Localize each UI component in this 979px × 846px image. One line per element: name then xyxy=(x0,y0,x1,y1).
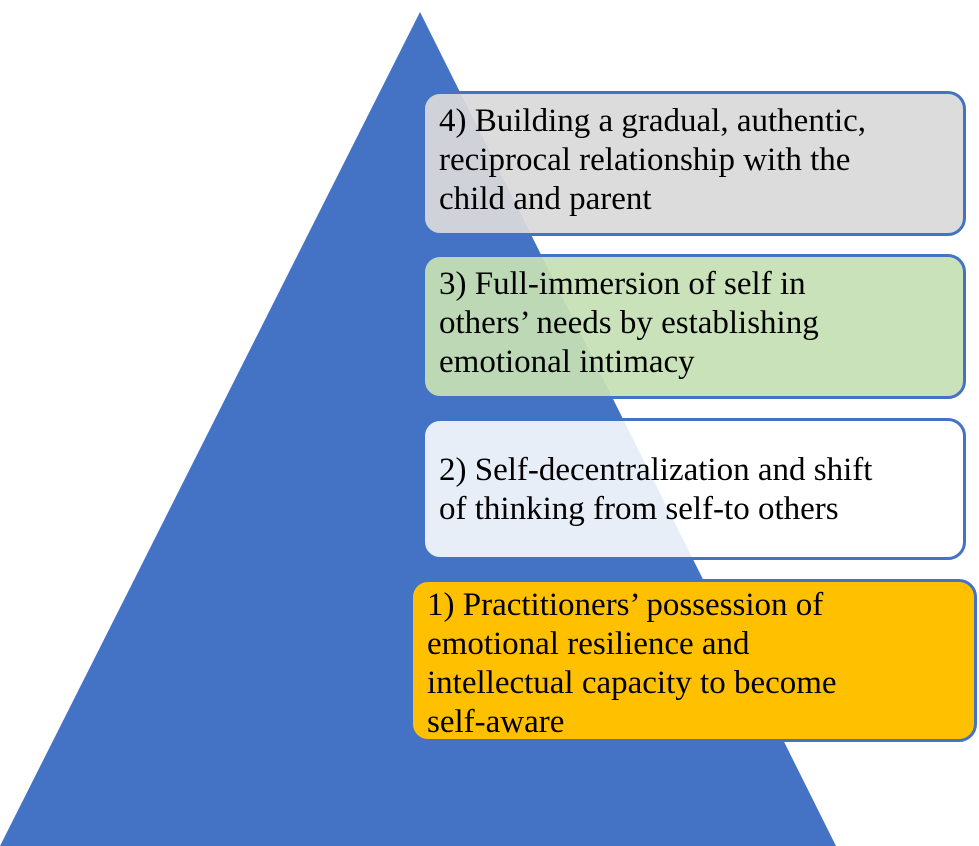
level-4-line-2: reciprocal relationship with the xyxy=(439,142,851,178)
level-1-line-2: emotional resilience and xyxy=(427,626,750,662)
level-1-line-4: self-aware xyxy=(427,704,565,740)
level-3-line-2: others’ needs by establishing xyxy=(439,305,819,341)
level-4-line-1: 4) Building a gradual, authentic, xyxy=(439,103,867,139)
level-1-box: 1) Practitioners’ possession of emotiona… xyxy=(410,579,977,742)
level-1-line-1: 1) Practitioners’ possession of xyxy=(427,587,824,623)
level-1-line-3: intellectual capacity to become xyxy=(427,665,837,701)
level-2-line-2: of thinking from self-to others xyxy=(439,491,839,527)
level-4-line-3: child and parent xyxy=(439,181,652,217)
level-4-box: 4) Building a gradual, authentic, recipr… xyxy=(422,91,966,236)
level-3-box: 3) Full-immersion of self in others’ nee… xyxy=(422,254,966,399)
level-2-line-1: 2) Self-decentralization and shift xyxy=(439,452,873,488)
level-3-line-1: 3) Full-immersion of self in xyxy=(439,266,806,302)
level-3-line-3: emotional intimacy xyxy=(439,344,695,380)
level-2-box: 2) Self-decentralization and shift of th… xyxy=(422,418,966,560)
